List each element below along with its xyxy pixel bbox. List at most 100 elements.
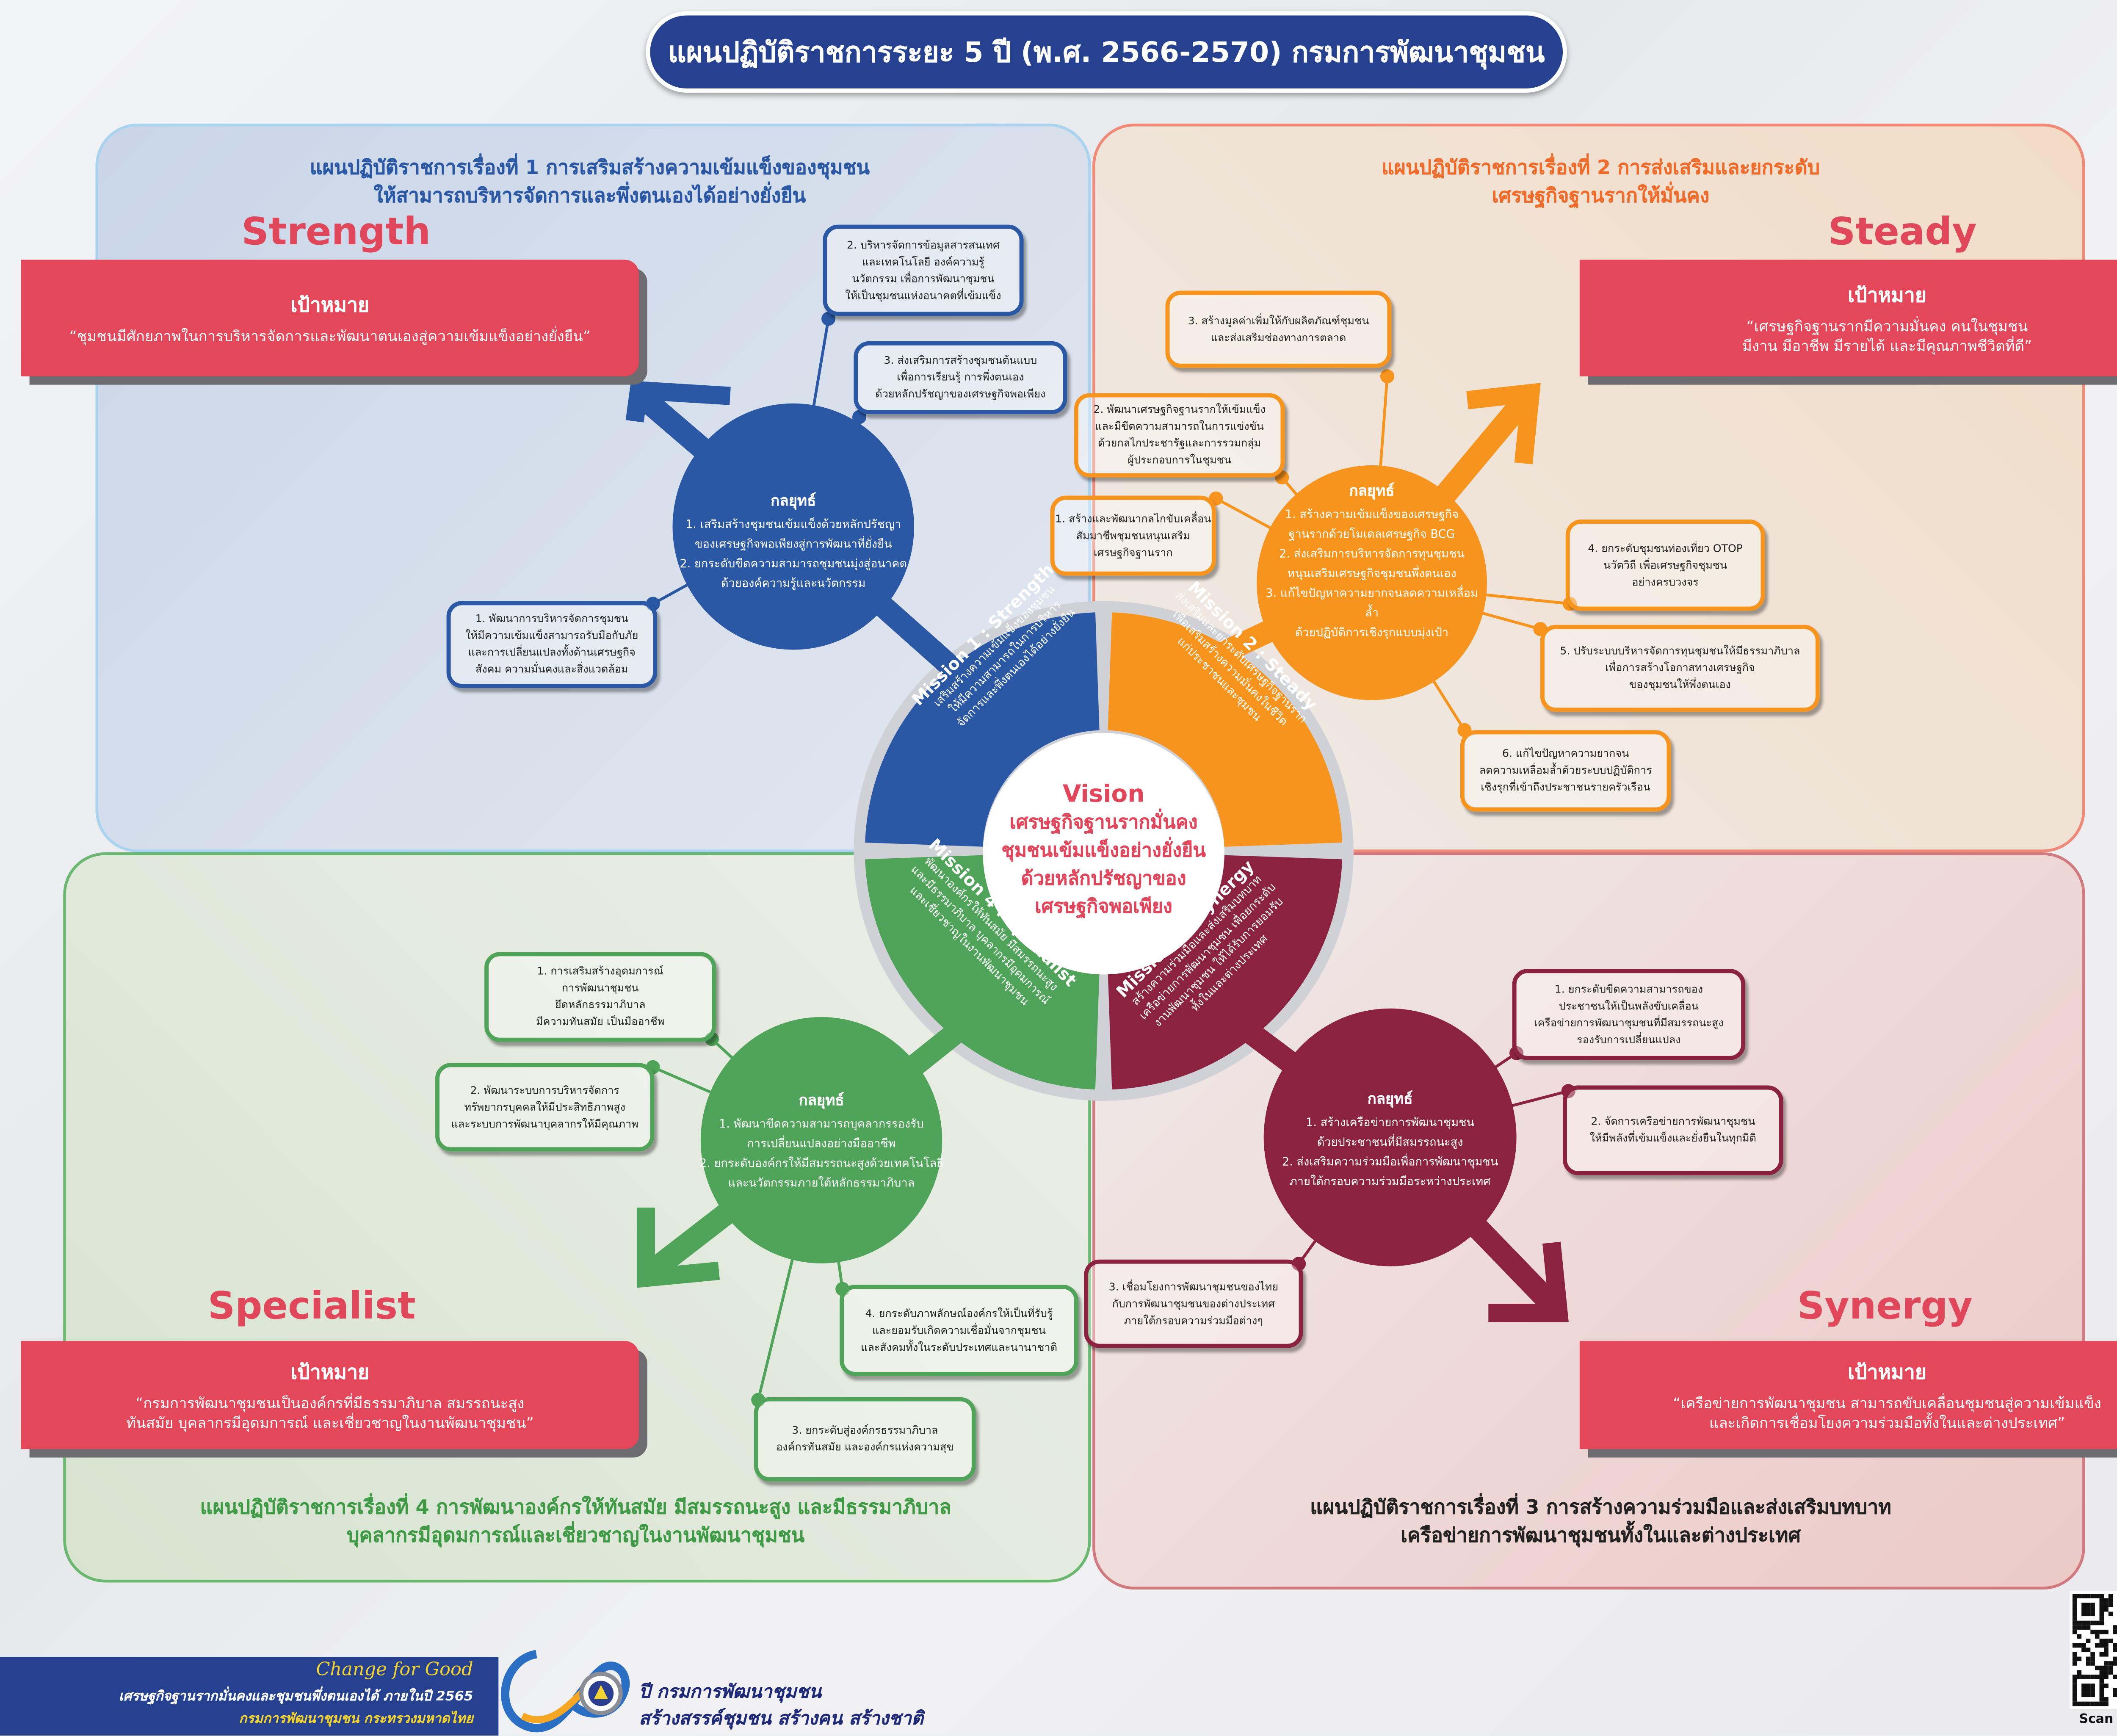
- footer-banner: Change for Good เศรษฐกิจฐานรากมั่นคงและช…: [0, 1657, 499, 1736]
- strategy-title: กลยุทธ์: [799, 1092, 844, 1109]
- action-line: สังคม ความมั่นคงและสิ่งแวดล้อม: [475, 663, 628, 676]
- strategy-line: หนุนเสริมเศรษฐกิจชุมชนพึ่งตนเอง: [1287, 566, 1456, 580]
- slogan: Change for Good: [316, 1659, 473, 1681]
- strength-action-box: 3. ส่งเสริมการสร้างชุมชนต้นแบบเพื่อการเร…: [854, 341, 1067, 415]
- action-line: ทรัพยากรบุคคลให้มีประสิทธิภาพสูง: [464, 1100, 625, 1113]
- strategy-line: ภายใต้กรอบความร่วมมือระหว่างประเทศ: [1289, 1174, 1491, 1188]
- plan-heading-line: เครือข่ายการพัฒนาชุมชนทั้งในและต่างประเท…: [1401, 1525, 1801, 1548]
- banner-line1: เศรษฐกิจฐานรากมั่นคงและชุมชนพึ่งตนเองได้…: [119, 1689, 473, 1705]
- synergy-action-box: 3. เชื่อมโยงการพัฒนาชุมชนของไทยกับการพัฒ…: [1084, 1259, 1303, 1348]
- goal-label: เป้าหมาย: [290, 1361, 370, 1384]
- action-line: 2. บริหารจัดการข้อมูลสารสนเทศ: [846, 238, 1000, 251]
- specialist-action-box: 2. พัฒนาระบบการบริหารจัดการทรัพยากรบุคคล…: [435, 1063, 655, 1152]
- specialist-arrowhead-icon: [636, 1208, 720, 1288]
- strategy-line: 1. สร้างเครือข่ายการพัฒนาชุมชน: [1306, 1115, 1475, 1129]
- action-line: และสังคมทั้งในระดับประเทศและนานาชาติ: [861, 1340, 1057, 1353]
- specialist-action-box: 3. ยกระดับสู่องค์กรธรรมาภิบาลองค์กรทันสม…: [754, 1397, 976, 1482]
- action-line: เพื่อการสร้างโอกาสทางเศรษฐกิจ: [1605, 661, 1755, 674]
- plan-heading-line: ให้สามารถบริหารจัดการและพึ่งตนเองได้อย่า…: [373, 185, 806, 208]
- action-line: 2. พัฒนาเศรษฐกิจฐานรากให้เข้มแข็ง: [1093, 403, 1266, 416]
- action-line: 3. เชื่อมโยงการพัฒนาชุมชนของไทย: [1108, 1280, 1279, 1293]
- synergy-action-box: 2. จัดการเครือข่ายการพัฒนาชุมชนให้มีพลัง…: [1563, 1085, 1783, 1175]
- steady-goal-box: เป้าหมาย“เศรษฐกิจฐานรากมีความมั่นคง คนใน…: [1579, 260, 2117, 376]
- plan-heading-line: แผนปฏิบัติราชการเรื่องที่ 4 การพัฒนาองค์…: [200, 1497, 951, 1520]
- action-line: ของชุมชนให้พึ่งตนเอง: [1629, 678, 1731, 691]
- action-line: เครือข่ายการพัฒนาชุมชนที่มีสมรรถนะสูง: [1534, 1016, 1724, 1029]
- synergy-strategies: กลยุทธ์1. สร้างเครือข่ายการพัฒนาชุมชนด้ว…: [1271, 1089, 1509, 1191]
- action-line: เพื่อการเรียนรู้ การพึ่งตนเอง: [897, 370, 1024, 384]
- banner-line2: กรมการพัฒนาชุมชน กระทรวงมหาดไทย: [239, 1711, 473, 1728]
- action-line: องค์กรทันสมัย และองค์กรแห่งความสุข: [776, 1440, 954, 1454]
- action-line: ผู้ประกอบการในชุมชน: [1128, 453, 1231, 467]
- qr-code[interactable]: [2070, 1591, 2117, 1709]
- strength-plan-heading: แผนปฏิบัติราชการเรื่องที่ 1 การเสริมสร้า…: [239, 155, 941, 211]
- strategy-line: 2. ยกระดับขีดความสามารถชุมชนมุ่งสู่อนาคต: [680, 556, 907, 570]
- mission-sector-synergy: [1108, 855, 1343, 1090]
- action-line: 2. จัดการเครือข่ายการพัฒนาชุมชน: [1591, 1115, 1755, 1128]
- steady-action-box: 6. แก้ไขปัญหาความยากจนลดความเหลื่อมล้ำด้…: [1460, 730, 1671, 812]
- goal-text: “กรมการพัฒนาชุมชนเป็นองค์กรที่มีธรรมาภิบ…: [135, 1395, 525, 1412]
- vision-line: เศรษฐกิจพอเพียง: [1035, 896, 1172, 918]
- action-line: 3. ส่งเสริมการสร้างชุมชนต้นแบบ: [884, 354, 1037, 367]
- strategy-line: การเปลี่ยนแปลงอย่างมืออาชีพ: [747, 1136, 896, 1150]
- vision-title: Vision: [1062, 780, 1145, 809]
- action-line: ให้มีพลังที่เข้มแข็งและยั่งยืนในทุกมิติ: [1589, 1131, 1756, 1144]
- action-line: 6. แก้ไขปัญหาความยากจน: [1502, 747, 1629, 760]
- action-line: ยึดหลักธรรมาภิบาล: [555, 998, 646, 1011]
- action-line: ลดความเหลื่อมล้ำด้วยระบบปฏิบัติการ: [1479, 764, 1652, 777]
- strength-strategy-circle: [672, 403, 914, 650]
- specialist-plan-heading: แผนปฏิบัติราชการเรื่องที่ 4 การพัฒนาองค์…: [126, 1494, 1025, 1551]
- strategy-line: ด้วยปฏิบัติการเชิงรุกแบบมุ่งเป้า: [1295, 625, 1449, 639]
- specialist-strategy-circle: [700, 1017, 942, 1263]
- goal-text: ทันสมัย บุคลากรมีอุดมการณ์ และเชี่ยวชาญใ…: [126, 1415, 534, 1432]
- action-line: ด้วยหลักปรัชญาของเศรษฐกิจพอเพียง: [875, 387, 1046, 401]
- action-line: 5. ปรับระบบบริหารจัดการทุนชุมชนให้มีธรรม…: [1560, 644, 1800, 658]
- mission-sector-specialist: [865, 855, 1100, 1090]
- action-line: 1. ยกระดับขีดความสามารถของ: [1554, 982, 1703, 995]
- footer-tagline2: สร้างสรรค์ชุมชน สร้างคน สร้างชาติ: [638, 1708, 923, 1730]
- qr-code-image: [2072, 1594, 2117, 1706]
- action-line: และการเปลี่ยนแปลงทั้งด้านเศรษฐกิจ: [468, 646, 636, 659]
- steady-arrowhead-icon: [1466, 383, 1541, 464]
- synergy-arrowhead-icon: [1488, 1241, 1569, 1322]
- action-line: มีความทันสมัย เป็นมืออาชีพ: [536, 1015, 665, 1028]
- specialist-goal-box: เป้าหมาย “กรมการพัฒนาชุมชนเป็นองค์กรที่มี…: [21, 1341, 639, 1449]
- goal-label: เป้าหมาย: [1848, 1361, 1927, 1384]
- synergy-action-box: 1. ยกระดับขีดความสามารถของประชาชนให้เป็น…: [1512, 969, 1746, 1060]
- vision-line: เศรษฐกิจฐานรากมั่นคง: [1009, 811, 1198, 834]
- strategy-line: 1. พัฒนาขีดความสามารถบุคลากรรองรับ: [719, 1116, 924, 1131]
- strategy-line: 2. ยกระดับองค์กรให้มีสมรรถนะสูงด้วยเทคโน…: [699, 1155, 944, 1170]
- strength-arrowhead-icon: [625, 381, 731, 423]
- action-line: 1. พัฒนาการบริหารจัดการชุมชน: [475, 612, 629, 625]
- specialist-action-box: 4. ยกระดับภาพลักษณ์องค์กรให้เป็นที่รับรู…: [840, 1285, 1078, 1376]
- plan-heading-line: บุคลากรมีอุดมการณ์และเชี่ยวชาญในงานพัฒนา…: [347, 1525, 805, 1548]
- action-line: อย่างครบวงจร: [1632, 575, 1699, 588]
- action-line: การพัฒนาชุมชน: [561, 981, 639, 994]
- steady-action-box: 5. ปรับระบบบริหารจัดการทุนชุมชนให้มีธรรม…: [1540, 625, 1820, 712]
- strategy-line: 2. ส่งเสริมการบริหารจัดการทุนชุมชน: [1279, 546, 1465, 561]
- action-line: 1. สร้างและพัฒนากลไกขับเคลื่อน: [1055, 511, 1211, 525]
- strategy-line: ด้วยองค์ความรู้และนวัตกรรม: [721, 575, 866, 590]
- action-line: เศรษฐกิจฐานราก: [1093, 545, 1173, 558]
- action-line: ให้เป็นชุมชนแห่งอนาคตที่เข้มแข็ง: [845, 288, 1001, 301]
- action-line: 4. ยกระดับชุมชนท่องเที่ยว OTOP: [1588, 541, 1743, 554]
- action-line: ให้มีความเข้มแข็งสามารถรับมือกับภัย: [465, 629, 638, 642]
- goal-label: เป้าหมาย: [290, 294, 370, 317]
- sixty-years-logo: [501, 1650, 630, 1733]
- goal-text: “เศรษฐกิจฐานรากมีความมั่นคง คนในชุมชน: [1746, 318, 2028, 335]
- synergy-strategy-circle: [1263, 1008, 1517, 1266]
- action-line: 2. พัฒนาระบบการบริหารจัดการ: [470, 1083, 619, 1096]
- steady-name: Steady: [1828, 210, 1977, 254]
- synergy-plan-heading: แผนปฏิบัติราชการเรื่องที่ 3 การสร้างความ…: [1222, 1494, 1980, 1551]
- action-line: กับการพัฒนาชุมชนของต่างประเทศ: [1112, 1296, 1275, 1310]
- strength-callout-dot: [821, 312, 836, 326]
- plan-heading-line: แผนปฏิบัติราชการเรื่องที่ 2 การส่งเสริมแ…: [1381, 157, 1820, 180]
- action-line: 3. ยกระดับสู่องค์กรธรรมาภิบาล: [792, 1424, 938, 1437]
- action-line: และเทคโนโลยี องค์ความรู้: [862, 254, 985, 268]
- action-line: 4. ยกระดับภาพลักษณ์องค์กรให้เป็นที่รับรู…: [865, 1306, 1053, 1319]
- footer-tagline1: ปี กรมการพัฒนาชุมชน: [638, 1682, 821, 1703]
- strategy-title: กลยุทธ์: [1367, 1091, 1413, 1108]
- action-line: และระบบการพัฒนาบุคลากรให้มีคุณภาพ: [451, 1117, 638, 1130]
